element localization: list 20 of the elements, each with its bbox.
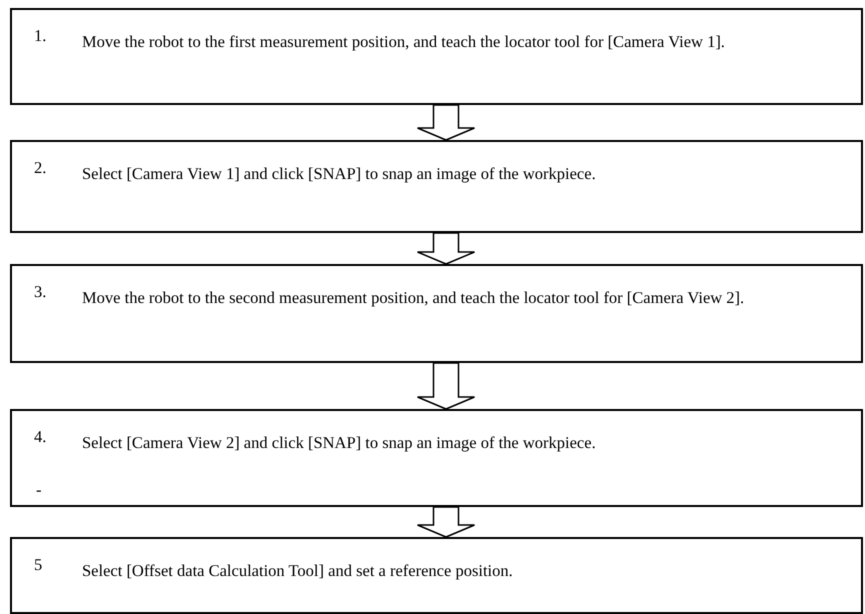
stray-mark: - bbox=[36, 480, 42, 500]
step-number: 1. bbox=[34, 26, 46, 46]
step-text: Select [Offset data Calculation Tool] and set a reference position. bbox=[82, 560, 514, 582]
arrow bbox=[416, 362, 476, 410]
arrow bbox=[416, 506, 476, 538]
step-number: 5 bbox=[34, 555, 42, 575]
step-text: Move the robot to the second measurement position, and teach the locator tool for [Camera View 2]. bbox=[82, 287, 746, 309]
step-text: Move the robot to the first measurement position, and teach the locator tool for [Camera View 1]. bbox=[82, 31, 726, 53]
step-box bbox=[10, 140, 863, 233]
step-number: 2. bbox=[34, 158, 46, 178]
step-box bbox=[10, 409, 863, 507]
step-number: 3. bbox=[34, 282, 46, 302]
arrow bbox=[416, 104, 476, 141]
step-text: Select [Camera View 1] and click [SNAP] to snap an image of the workpiece. bbox=[82, 163, 597, 185]
step-box bbox=[10, 264, 863, 363]
step-number: 4. bbox=[34, 427, 46, 447]
arrow bbox=[416, 232, 476, 265]
step-box bbox=[10, 537, 863, 614]
step-box bbox=[10, 8, 863, 105]
step-text: Select [Camera View 2] and click [SNAP] to snap an image of the workpiece. bbox=[82, 432, 597, 454]
